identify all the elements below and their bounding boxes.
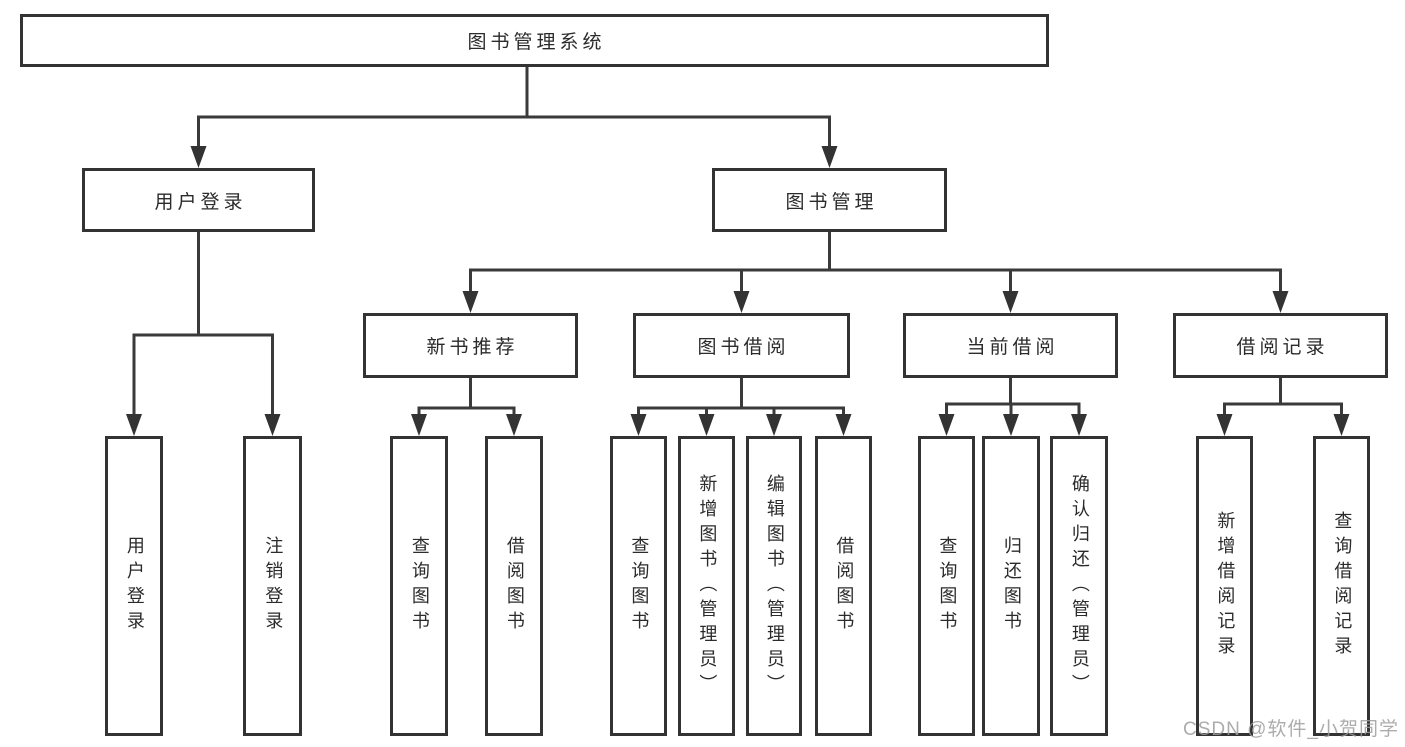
node-label: 查询图书 xyxy=(629,536,650,636)
node-label: 借阅记录 xyxy=(1236,337,1329,358)
node-current-borrow: 当前借阅 xyxy=(903,313,1118,378)
node-borrow-records: 借阅记录 xyxy=(1173,313,1388,378)
node-label: 新增图书（管理员） xyxy=(697,473,718,699)
leaf-user-login: 用户登录 xyxy=(105,436,163,736)
node-label: 查询图书 xyxy=(409,536,430,636)
leaf-logout: 注销登录 xyxy=(243,436,302,736)
leaf-add-books-admin: 新增图书（管理员） xyxy=(678,436,735,736)
node-label: 图书管理 xyxy=(785,191,878,213)
leaf-return-books: 归还图书 xyxy=(982,436,1040,736)
leaf-edit-books-admin: 编辑图书（管理员） xyxy=(746,436,802,736)
node-label: 当前借阅 xyxy=(966,337,1059,358)
node-label: 查询图书 xyxy=(937,536,958,636)
node-book-management: 图书管理 xyxy=(712,168,947,232)
node-label: 确认归还（管理员） xyxy=(1069,473,1090,699)
node-label: 新书推荐 xyxy=(426,337,519,358)
leaf-borrow-books: 借阅图书 xyxy=(815,436,872,736)
node-label: 图书借阅 xyxy=(697,337,790,358)
node-label: 用户登录 xyxy=(154,191,247,213)
node-label: 新增借阅记录 xyxy=(1215,511,1236,661)
node-library-system: 图书管理系统 xyxy=(20,14,1049,67)
node-label: 编辑图书（管理员） xyxy=(764,473,785,699)
node-label: 用户登录 xyxy=(124,536,145,636)
leaf-borrow-books-recommend: 借阅图书 xyxy=(485,436,543,736)
node-label: 查询借阅记录 xyxy=(1332,511,1353,661)
leaf-query-borrow-record: 查询借阅记录 xyxy=(1313,436,1370,736)
node-label: 借阅图书 xyxy=(504,536,525,636)
node-book-borrow: 图书借阅 xyxy=(633,313,850,378)
leaf-confirm-return-admin: 确认归还（管理员） xyxy=(1050,436,1108,736)
node-label: 注销登录 xyxy=(263,536,284,636)
leaf-query-books-current: 查询图书 xyxy=(918,436,975,736)
node-label: 借阅图书 xyxy=(834,536,855,636)
node-label: 图书管理系统 xyxy=(467,32,606,53)
node-label: 归还图书 xyxy=(1001,536,1022,636)
node-new-book-recommend: 新书推荐 xyxy=(363,313,578,378)
leaf-query-books-borrow: 查询图书 xyxy=(610,436,667,736)
leaf-add-borrow-record: 新增借阅记录 xyxy=(1196,436,1253,736)
node-user-login: 用户登录 xyxy=(82,168,315,232)
leaf-query-books-recommend: 查询图书 xyxy=(390,436,448,736)
